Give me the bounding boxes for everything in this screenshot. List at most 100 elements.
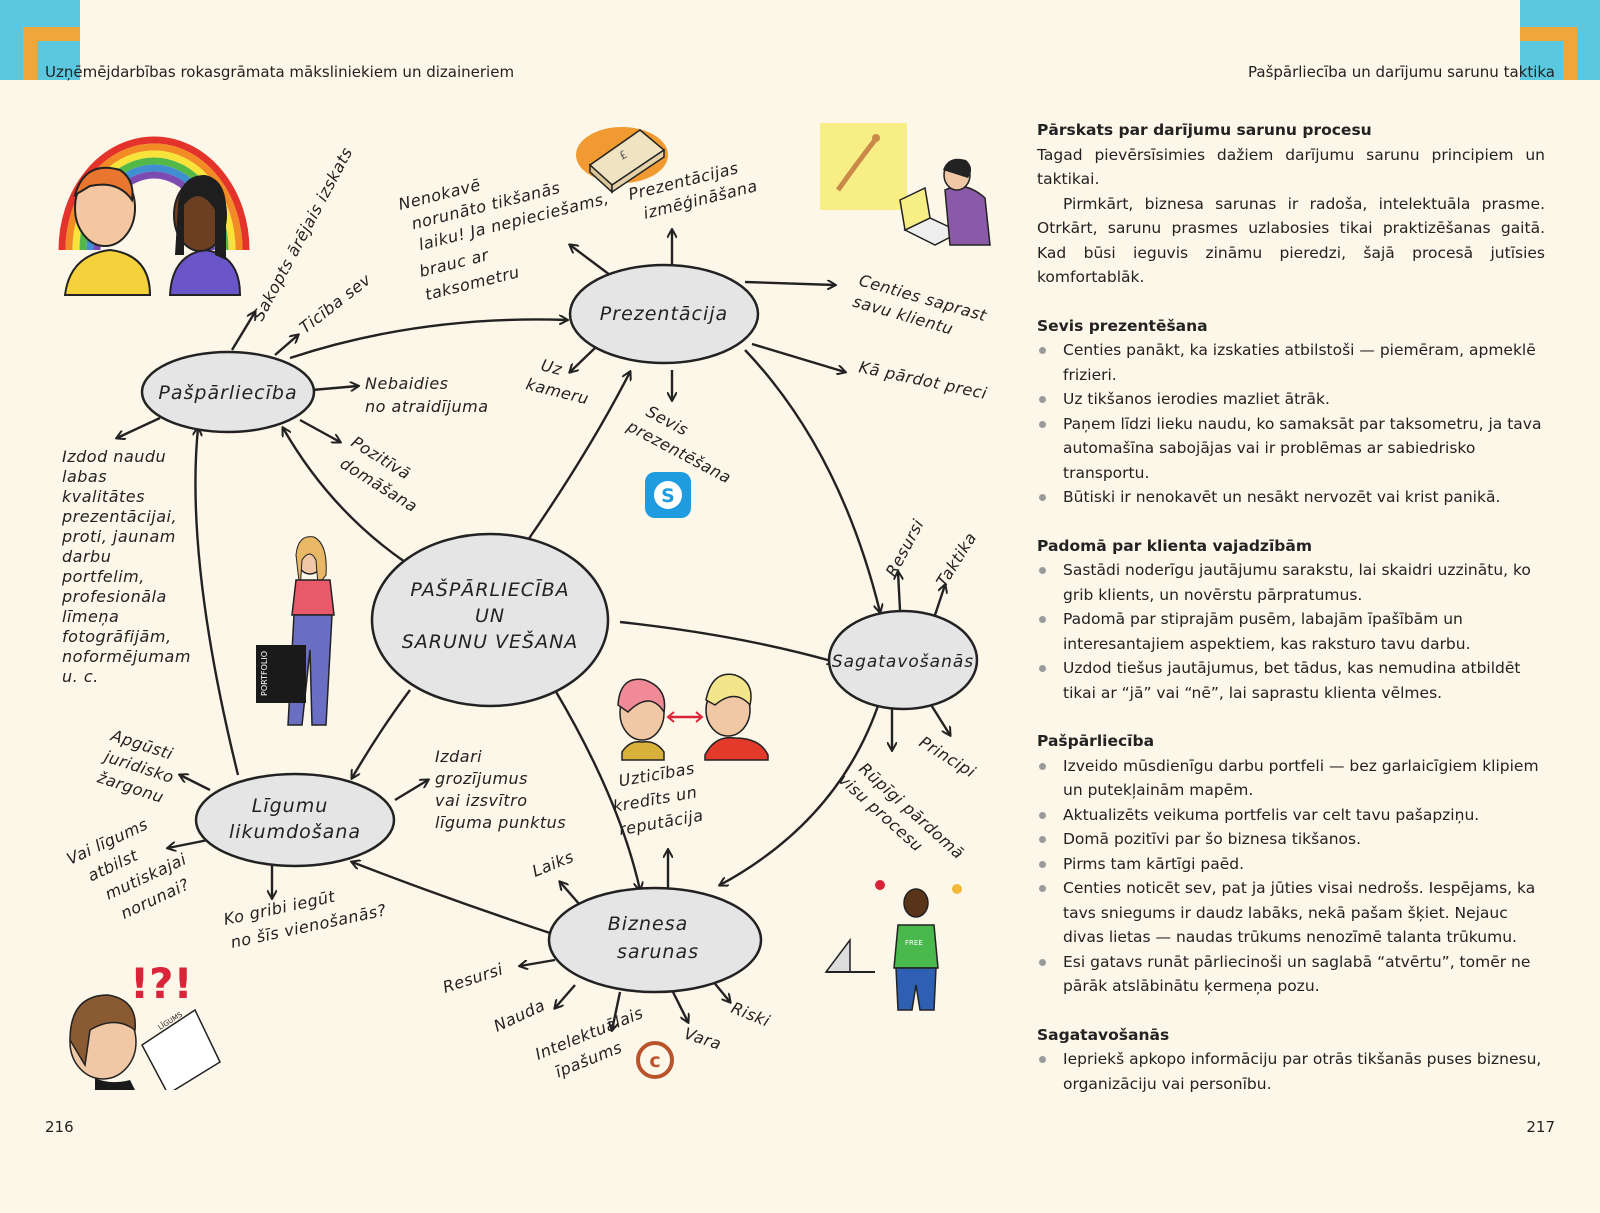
- section-heading: Sevis prezentēšana: [1037, 316, 1208, 335]
- list-item: Uz tikšanos ierodies mazliet ātrāk.: [1037, 387, 1545, 412]
- node-center: PAŠPĀRLIECĪBA UN SARUNU VEŠANA: [370, 532, 610, 708]
- section-heading: Pārskats par darījumu sarunu procesu: [1037, 121, 1372, 139]
- node-pasparliecba: Pašpārliecība: [140, 350, 316, 434]
- node-ligumu-label-2: likumdošana: [229, 821, 361, 843]
- center-label-2: UN: [475, 605, 505, 627]
- money-stack-illustration: £: [576, 127, 668, 194]
- section-client-needs: Padomā par klienta vajadzībām Sastādi no…: [1037, 534, 1545, 706]
- svg-text:profesionāla: profesionāla: [61, 587, 167, 606]
- node-prezentacija: Prezentācija: [568, 263, 760, 365]
- running-head-right: Pašpārliecība un darījumu sarunu taktika: [1248, 63, 1555, 81]
- label-izdod: Izdod naudu labas kvalitātes prezentācij…: [61, 447, 191, 686]
- list-item: Centies noticēt sev, pat ja jūties visai…: [1037, 876, 1545, 950]
- svg-text:labas: labas: [62, 467, 107, 486]
- label-taktika: Taktika: [932, 529, 980, 590]
- label-resursi-sag: Resursi: [882, 516, 928, 580]
- node-ligumu-label-1: Līgumu: [252, 795, 329, 817]
- running-head-left: Uzņēmējdarbības rokasgrāmata mākslinieki…: [45, 63, 515, 81]
- svg-text:grozījumus: grozījumus: [435, 769, 528, 788]
- label-riski: Riski: [729, 998, 773, 1031]
- corner-tab-left: [0, 0, 80, 80]
- article-column: Pārskats par darījumu sarunu procesu Tag…: [1037, 118, 1545, 1120]
- node-prezentacija-label: Prezentācija: [600, 303, 728, 325]
- svg-text:Uz: Uz: [539, 355, 564, 379]
- list-item: Esi gatavs runāt pārliecinoši un saglabā…: [1037, 950, 1545, 999]
- rainbow-couple-illustration: [58, 136, 250, 296]
- label-uz-kameru: Uz kameru: [524, 355, 591, 408]
- node-sagatavosanas: Sagatavošanās: [827, 609, 979, 711]
- label-uzticibas: Uzticības kredīts un reputācija: [611, 758, 704, 839]
- label-vara: Vara: [682, 1024, 724, 1054]
- confused-person-illustration: !?! LĪGUMS: [69, 959, 221, 1090]
- label-nebaidies-1: Nebaidies: [365, 374, 449, 393]
- node-sagatavosanas-label: Sagatavošanās: [832, 652, 974, 672]
- portfolio-woman-illustration: PORTFOLIO: [256, 536, 335, 726]
- page-number-left: 216: [45, 1118, 74, 1136]
- svg-text:S: S: [661, 485, 675, 507]
- node-ligumu: Līgumu likumdošana: [194, 772, 396, 868]
- svg-text:darbu: darbu: [62, 547, 111, 566]
- label-ko-gribi: Ko gribi iegūt no šīs vienošanās?: [222, 887, 388, 952]
- paragraph: Tagad pievērsīsimies dažiem darījumu sar…: [1037, 145, 1545, 189]
- svg-text:līmeņa: līmeņa: [62, 607, 119, 626]
- list-item: Uzdod tiešus jautājumus, bet tādus, kas …: [1037, 656, 1545, 705]
- corner-tab-right: [1520, 0, 1600, 80]
- free-thinker-illustration: FREE: [824, 880, 962, 1011]
- exclaim-text: !?!: [130, 959, 193, 1008]
- list-item: Domā pozitīvi par šo biznesa tikšanos.: [1037, 827, 1545, 852]
- svg-text:Izdod naudu: Izdod naudu: [62, 447, 166, 466]
- svg-text:līguma punktus: līguma punktus: [435, 813, 566, 832]
- node-biznesa-label-1: Biznesa: [608, 913, 689, 935]
- section-overview: Pārskats par darījumu sarunu procesu Tag…: [1037, 118, 1545, 290]
- svg-text:Izdari: Izdari: [435, 747, 482, 766]
- list-item: Būtiski ir nenokavēt un nesākt nervozēt …: [1037, 485, 1545, 510]
- label-apgusti: Apgūsti juridisko žargonu: [94, 725, 176, 806]
- two-people-illustration: [617, 673, 769, 761]
- main-arrows: [195, 319, 880, 937]
- node-pasparliecba-label: Pašpārliecība: [158, 382, 297, 404]
- svg-text:portfelim,: portfelim,: [61, 567, 145, 586]
- svg-text:kvalitātes: kvalitātes: [62, 487, 145, 506]
- node-biznesa: Biznesa sarunas: [547, 886, 763, 994]
- section-heading: Pašpārliecība: [1037, 732, 1155, 750]
- label-ticiba: Ticība sev: [296, 270, 375, 337]
- section-self-presentation: Sevis prezentēšana Centies panākt, ka iz…: [1037, 314, 1545, 510]
- laptop-woman-illustration: [820, 123, 991, 246]
- svg-text:u. c.: u. c.: [62, 667, 99, 686]
- center-label-1: PAŠPĀRLIECĪBA: [410, 577, 569, 601]
- label-intelektualais: Intelektuālais īpašums: [532, 1003, 646, 1081]
- node-biznesa-label-2: sarunas: [617, 941, 699, 963]
- label-laiks: Laiks: [529, 847, 576, 881]
- label-principi: Principi: [916, 732, 979, 781]
- list-item: Izveido mūsdienīgu darbu portfeli — bez …: [1037, 754, 1545, 803]
- svg-text:kameru: kameru: [524, 374, 591, 408]
- svg-text:fotogrāfijām,: fotogrāfijām,: [62, 627, 172, 646]
- center-label-3: SARUNU VEŠANA: [402, 629, 579, 653]
- svg-text:c: c: [649, 1050, 660, 1072]
- list-item: Centies panākt, ka izskaties atbilstoši …: [1037, 338, 1545, 387]
- free-shirt-label: FREE: [905, 939, 923, 947]
- label-izdari: Izdari grozījumus vai izsvītro līguma pu…: [435, 747, 566, 832]
- copyright-icon: c: [636, 1041, 674, 1079]
- section-heading: Sagatavošanās: [1037, 1025, 1170, 1044]
- skype-icon: S: [645, 472, 691, 518]
- mind-map-diagram: Pašpārliecība Prezentācija Sagatavošanās…: [58, 123, 991, 1090]
- label-resursi-biz: Resursi: [440, 959, 505, 996]
- svg-text:prezentācijai,: prezentācijai,: [61, 507, 177, 526]
- svg-text:noformējumam: noformējumam: [62, 647, 191, 666]
- label-nebaidies-2: no atraidījuma: [365, 397, 489, 416]
- list-item: Iepriekš apkopo informāciju par otrās ti…: [1037, 1047, 1545, 1096]
- list-item: Pirms tam kārtīgi paēd.: [1037, 852, 1545, 877]
- paragraph: Pirmkārt, biznesa sarunas ir radoša, int…: [1037, 194, 1545, 287]
- label-nauda: Nauda: [491, 995, 548, 1035]
- section-preparation: Sagatavošanās Iepriekš apkopo informācij…: [1037, 1023, 1545, 1097]
- list-item: Aktualizēts veikuma portfelis var celt t…: [1037, 803, 1545, 828]
- svg-text:vai izsvītro: vai izsvītro: [435, 791, 528, 810]
- svg-text:proti, jaunam: proti, jaunam: [61, 527, 176, 546]
- page-number-right: 217: [1526, 1118, 1555, 1136]
- label-rupigi: Rūpīgi pārdomā visu procesu: [835, 759, 968, 863]
- label-centies: Centies saprast savu klientu: [851, 271, 989, 339]
- list-item: Paņem līdzi lieku naudu, ko samaksāt par…: [1037, 412, 1545, 486]
- branch-arrows: [117, 230, 950, 1030]
- label-ka-pardot: Kā pārdot preci: [857, 357, 989, 403]
